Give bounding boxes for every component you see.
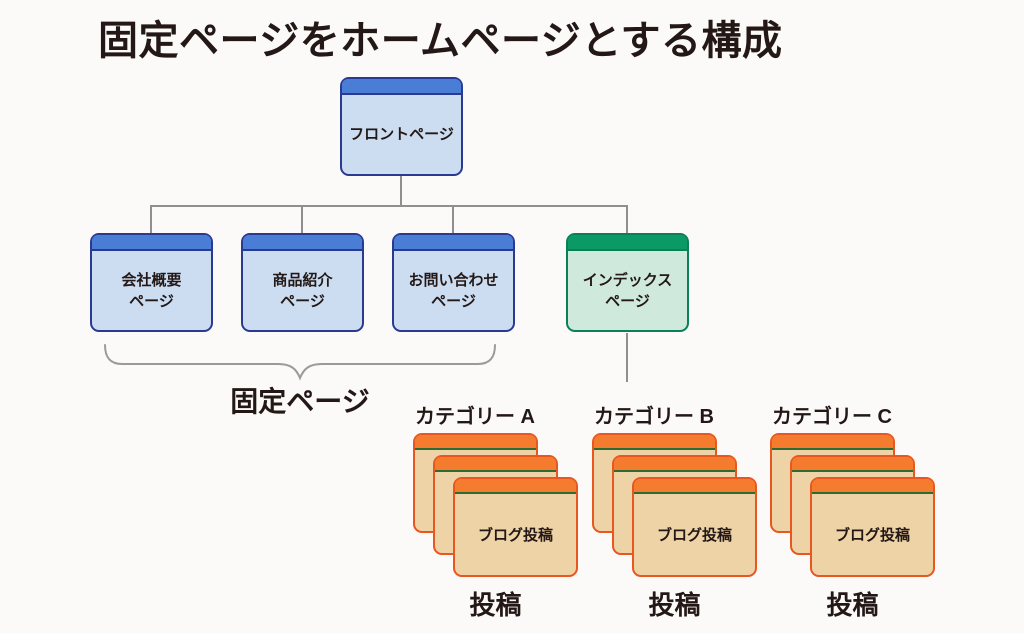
products-page-box: 商品紹介 ページ (241, 233, 364, 332)
category-b-stack: ブログ投稿 (592, 433, 757, 577)
front-page-box-titlebar (342, 79, 461, 95)
index-page-box-label: インデックス ページ (582, 271, 673, 310)
contact-page-box-label: お問い合わせ ページ (408, 271, 499, 310)
blog-post-card-titlebar (415, 435, 536, 450)
connector-horizontal (150, 205, 628, 207)
blog-post-card-titlebar (812, 479, 933, 494)
products-page-box-titlebar (243, 235, 362, 251)
fixed-pages-group-label: 固定ページ (230, 386, 370, 417)
company-page-box: 会社概要 ページ (90, 233, 213, 332)
category-c-label: カテゴリー C (772, 406, 892, 428)
blog-post-card-label: ブログ投稿 (477, 527, 553, 544)
category-c-stack: ブログ投稿 (770, 433, 935, 577)
category-a-stack: ブログ投稿 (413, 433, 578, 577)
front-page-box-label: フロントページ (349, 126, 454, 143)
blog-post-card: ブログ投稿 (453, 477, 578, 577)
front-page-box: フロントページ (340, 77, 463, 176)
connector-drop-2 (301, 205, 303, 233)
blog-post-card: ブログ投稿 (810, 477, 935, 577)
blog-post-card-label: ブログ投稿 (656, 527, 732, 544)
connector-root-down (400, 176, 402, 206)
company-page-box-titlebar (92, 235, 211, 251)
blog-post-card-titlebar (634, 479, 755, 494)
contact-page-box-titlebar (394, 235, 513, 251)
blog-post-card-titlebar (435, 457, 556, 472)
blog-post-card: ブログ投稿 (632, 477, 757, 577)
blog-post-card-titlebar (455, 479, 576, 494)
index-page-box-titlebar (568, 235, 687, 251)
connector-drop-1 (150, 205, 152, 233)
blog-post-card-titlebar (772, 435, 893, 450)
index-page-box: インデックス ページ (566, 233, 689, 332)
posts-a-label: 投稿 (469, 590, 522, 620)
blog-post-card-label: ブログ投稿 (834, 527, 910, 544)
contact-page-box: お問い合わせ ページ (392, 233, 515, 332)
company-page-box-label: 会社概要 ページ (121, 271, 182, 310)
products-page-box-label: 商品紹介 ページ (272, 271, 333, 310)
blog-post-card-titlebar (614, 457, 735, 472)
connector-index-down (626, 333, 628, 382)
page-title: 固定ページをホームページとする構成 (98, 19, 783, 63)
blog-post-card-titlebar (594, 435, 715, 450)
category-a-label: カテゴリー A (415, 406, 535, 428)
connector-drop-3 (452, 205, 454, 233)
posts-b-label: 投稿 (648, 590, 701, 620)
blog-post-card-titlebar (792, 457, 913, 472)
posts-c-label: 投稿 (826, 590, 879, 620)
category-b-label: カテゴリー B (594, 406, 714, 428)
brace-icon (104, 344, 496, 381)
connector-drop-4 (626, 205, 628, 233)
